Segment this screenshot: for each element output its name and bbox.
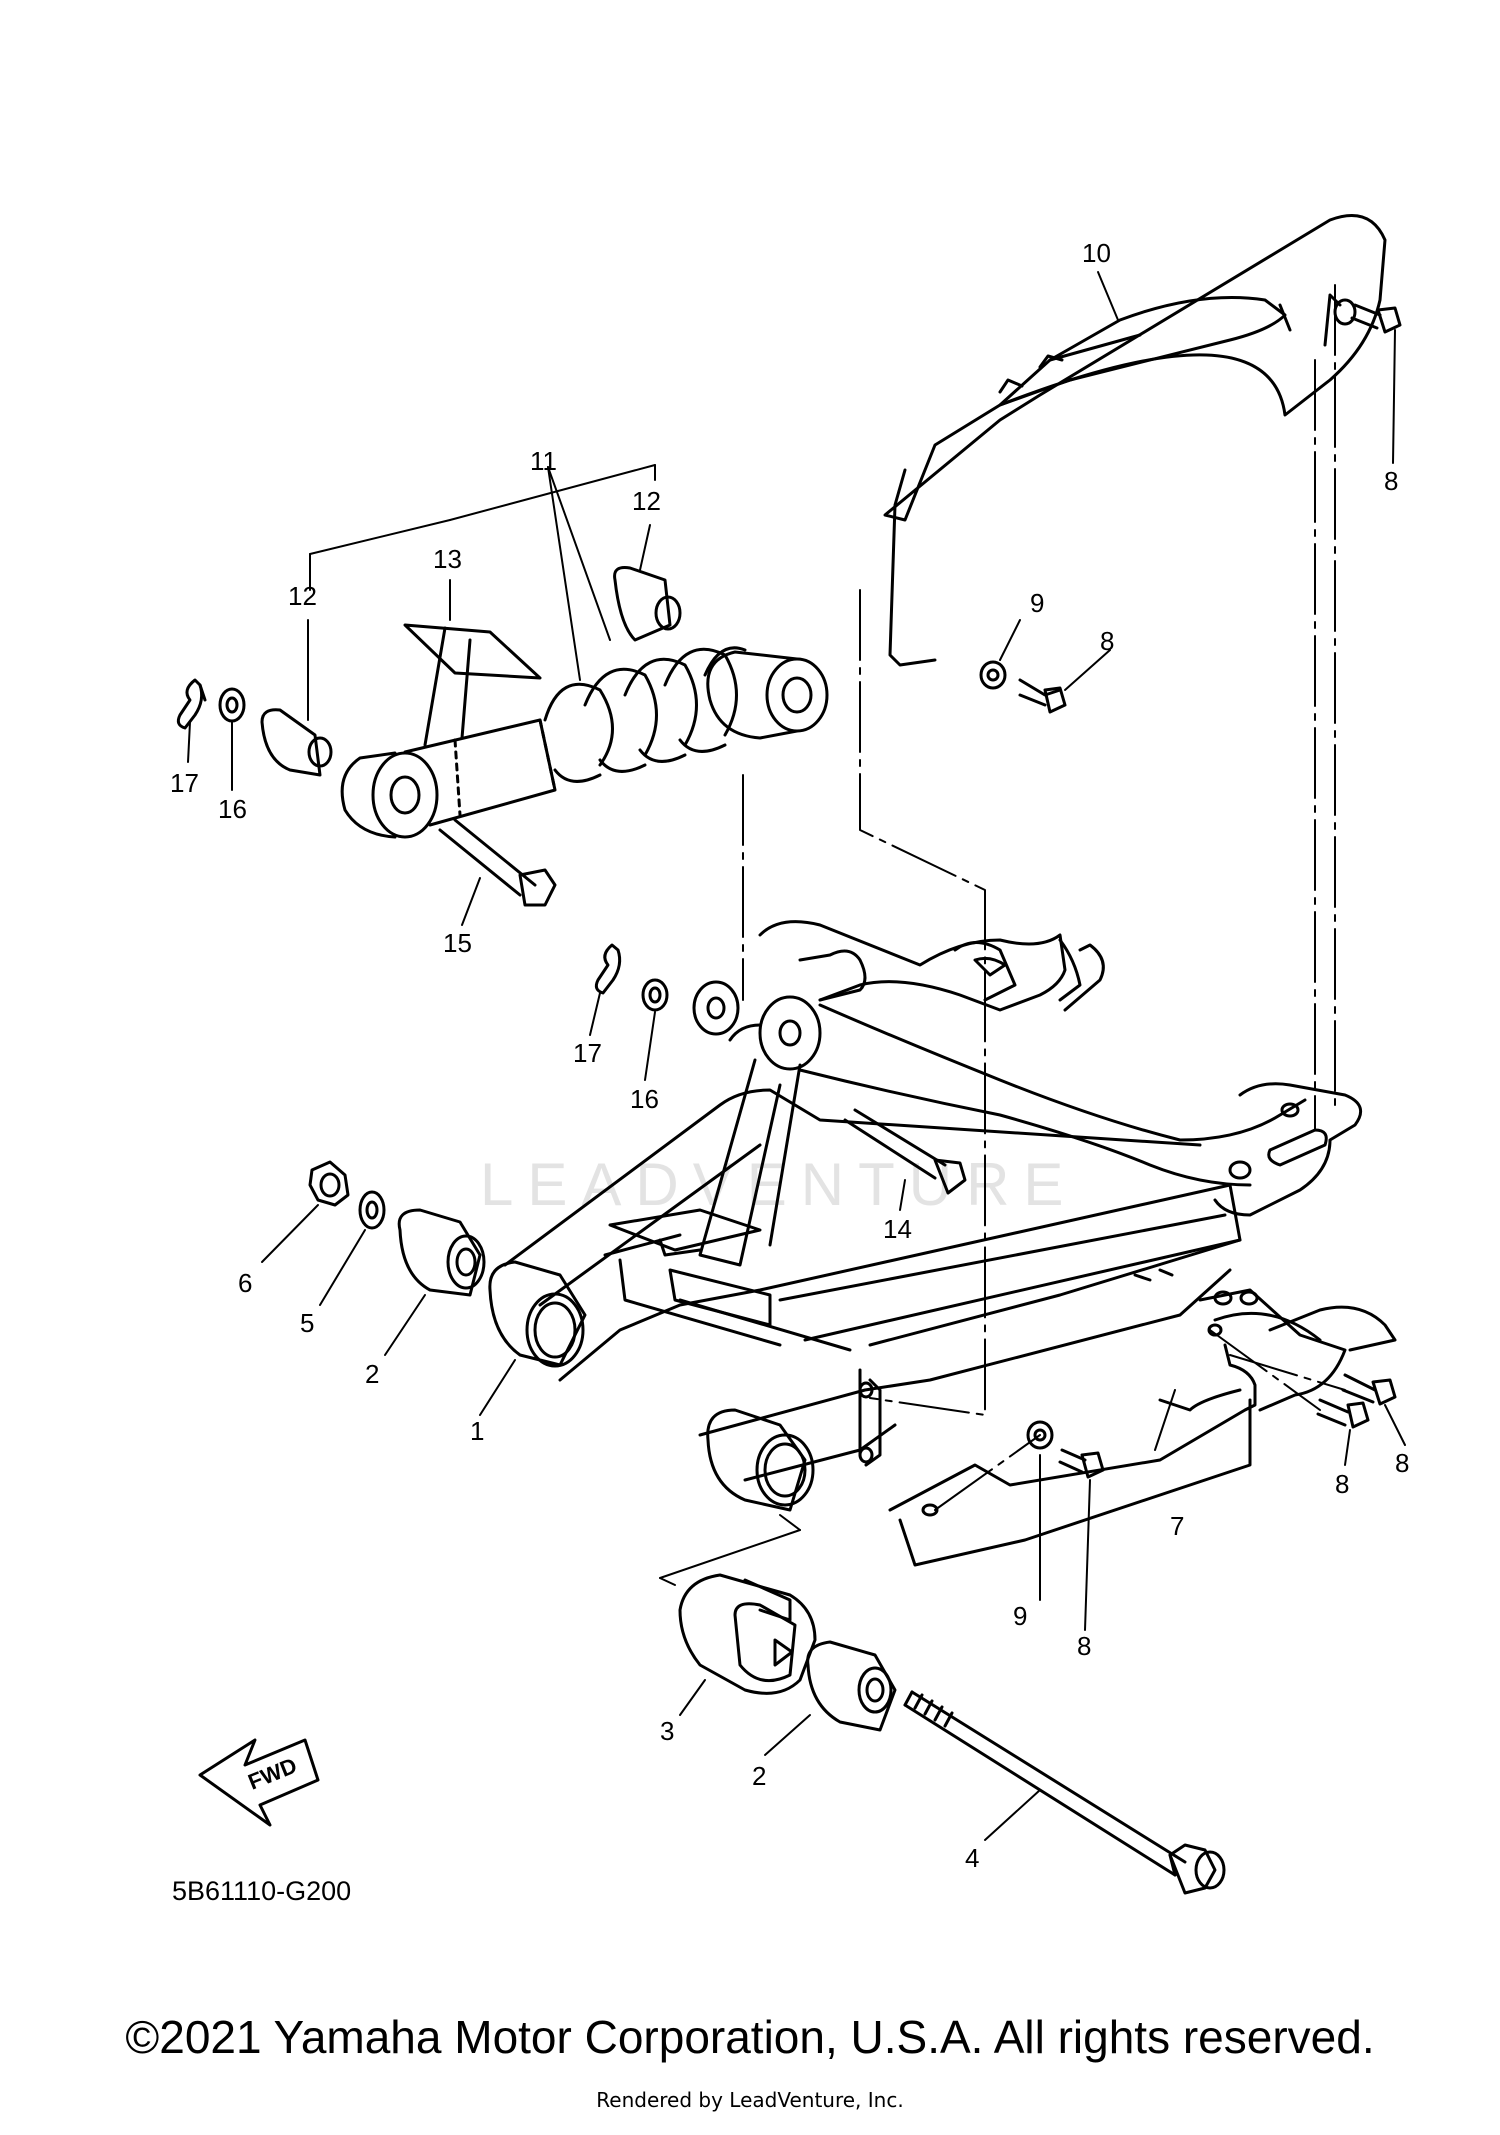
callout-17-upper: 17 [170, 768, 199, 798]
copyright-notice: ©2021 Yamaha Motor Corporation, U.S.A. A… [125, 2011, 1375, 2063]
callout-8-right-b: 8 [1335, 1469, 1349, 1499]
callout-6: 6 [238, 1268, 252, 1298]
bolt-part-15 [438, 818, 557, 907]
bolt-part-8-lower [1058, 1448, 1105, 1479]
washer-part-16-upper [218, 687, 246, 723]
callout-8-top-right: 8 [1384, 466, 1398, 496]
callout-9-upper: 9 [1030, 588, 1044, 618]
fwd-arrow-icon: FWD [198, 1738, 320, 1827]
callout-9-lower: 9 [1013, 1601, 1027, 1631]
washer-part-16-lower [641, 978, 669, 1012]
callout-2-front: 2 [365, 1359, 379, 1389]
callout-1: 1 [470, 1416, 484, 1446]
bolt-part-8-upper [1018, 678, 1067, 714]
callout-7: 7 [1170, 1511, 1184, 1541]
callout-13: 13 [433, 544, 462, 574]
callout-8-lower: 8 [1077, 1631, 1091, 1661]
washer-part-9-upper [979, 660, 1007, 690]
washer-part-9-lower [1026, 1420, 1054, 1450]
collar-part-2-rear [806, 1640, 897, 1732]
callout-4: 4 [965, 1843, 979, 1873]
rear-shock-absorber [340, 623, 829, 839]
cotter-pin-part-17-upper [176, 678, 207, 730]
watermark-text: LEADVENTURE [480, 1151, 1078, 1218]
callout-17-lower: 17 [573, 1038, 602, 1068]
diagram-code: 5B61110-G200 [172, 1876, 352, 1906]
chain-protector-part-7 [888, 1288, 1397, 1567]
callout-12-left: 12 [288, 581, 317, 611]
rendered-by-notice: Rendered by LeadVenture, Inc. [596, 2088, 904, 2112]
washer-part-5 [358, 1190, 386, 1230]
collar-part-12-lower [260, 708, 333, 777]
callout-2-rear: 2 [752, 1761, 766, 1791]
swingarm-part-1 [503, 920, 1363, 1482]
callout-8-right-a: 8 [1395, 1448, 1409, 1478]
callout-14: 14 [883, 1214, 912, 1244]
leader-lines [187, 271, 1406, 1841]
callout-5: 5 [300, 1308, 314, 1338]
bushing-part-1 [488, 1260, 587, 1368]
callout-12-right: 12 [632, 486, 661, 516]
bolt-part-8-right-a [1341, 1373, 1397, 1406]
callout-8-upper: 8 [1100, 626, 1114, 656]
pivot-bushing-rear [706, 1408, 815, 1512]
callout-3: 3 [660, 1716, 674, 1746]
bolt-part-8-top-right [1333, 298, 1402, 334]
callout-16-upper: 16 [218, 794, 247, 824]
callout-11: 11 [530, 446, 557, 476]
alignment-lines [742, 284, 1346, 1511]
adjuster-part-3 [678, 1573, 817, 1695]
collar-part-12-upper [613, 566, 682, 642]
callout-16-lower: 16 [630, 1084, 659, 1114]
pin-part-14 [843, 1108, 967, 1195]
axle-bolt-part-4 [903, 1690, 1226, 1895]
callout-15: 15 [443, 928, 472, 958]
chain-guard-part-10 [883, 214, 1387, 667]
cotter-pin-part-17-lower [594, 943, 622, 995]
nut-part-6 [308, 1160, 350, 1207]
fwd-label: FWD [245, 1753, 301, 1795]
collar-part-2-front [397, 1208, 486, 1297]
callout-10: 10 [1082, 238, 1111, 268]
bolt-part-8-right-b [1316, 1398, 1370, 1429]
